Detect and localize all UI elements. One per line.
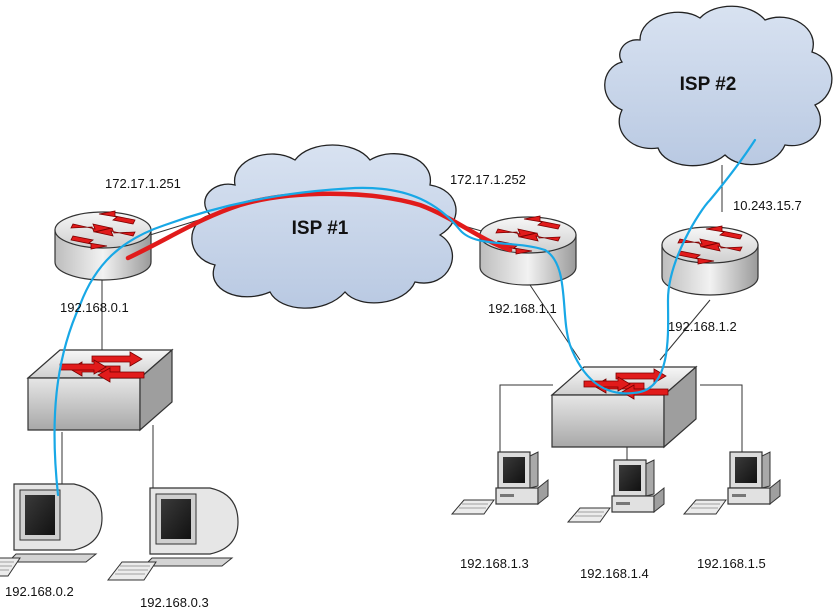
isp1-cloud: ISP #1 (191, 144, 457, 309)
router-right-lan-ip: 192.168.1.2 (668, 319, 737, 334)
computer-right-3 (683, 451, 781, 515)
computer-right-1-ip: 192.168.1.3 (460, 556, 529, 571)
computer-left-1-ip: 192.168.0.2 (5, 584, 74, 599)
link-router-right-switch (659, 299, 711, 361)
computer-left-2-ip: 192.168.0.3 (140, 595, 209, 610)
router-left-lan-ip: 192.168.0.1 (60, 300, 129, 315)
router-left-wan-ip: 172.17.1.251 (105, 176, 181, 191)
router-right-wan-ip: 10.243.15.7 (733, 198, 802, 213)
computer-right-3-ip: 192.168.1.5 (697, 556, 766, 571)
traffic-path (53, 138, 757, 497)
computer-left-2 (107, 487, 239, 581)
computer-right-2 (567, 459, 665, 523)
isp2-label: ISP #2 (680, 74, 737, 95)
computer-left-1 (0, 483, 103, 577)
router-middle-wan-ip: 172.17.1.252 (450, 172, 526, 187)
vpn-tunnel-path (125, 191, 513, 261)
switch-left (27, 349, 173, 431)
link-switch-pc-right-3 (700, 384, 743, 455)
router-middle (479, 215, 577, 286)
router-middle-lan-ip: 192.168.1.1 (488, 301, 557, 316)
computer-right-2-ip: 192.168.1.4 (580, 566, 649, 581)
isp2-cloud: ISP #2 (604, 5, 833, 167)
computer-right-1 (451, 451, 549, 515)
router-left (54, 210, 152, 281)
isp1-label: ISP #1 (292, 218, 349, 239)
switch-right (551, 366, 697, 448)
link-switch-pc-right-1 (499, 384, 553, 455)
